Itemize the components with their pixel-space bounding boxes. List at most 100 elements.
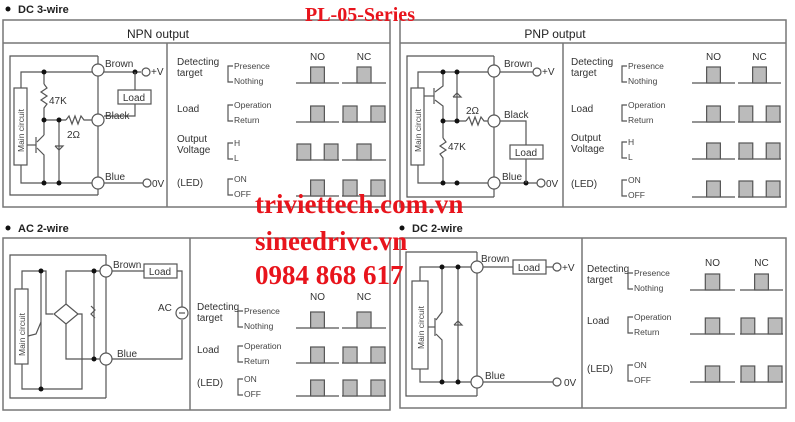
section-ac2-heading: AC 2-wire xyxy=(18,223,69,235)
state-high-label: Operation xyxy=(234,100,272,110)
bracket-icon xyxy=(227,142,233,160)
state-low-label: Return xyxy=(234,115,260,125)
waveform-pulse-no xyxy=(706,105,721,123)
waveform-pulse-nc xyxy=(370,105,386,123)
ac-label: AC xyxy=(158,303,172,314)
bracket-icon xyxy=(627,272,633,290)
ac2-panel: Main circuit Load AC Brown Blue xyxy=(2,237,391,411)
state-high-label: Operation xyxy=(634,312,672,322)
row-label: Detecting xyxy=(571,57,613,68)
column-no-header: NO xyxy=(705,258,720,269)
state-high-label: Presence xyxy=(234,61,270,71)
zero-v-label: 0V xyxy=(152,179,165,190)
phone-watermark: 0984 868 617 xyxy=(255,260,404,290)
pnp-title: PNP output xyxy=(524,27,586,41)
state-low-label: OFF xyxy=(234,189,251,199)
waveform-pulse-nc xyxy=(342,105,358,123)
row-label-line2: Voltage xyxy=(571,144,605,155)
bullet-icon xyxy=(5,6,11,12)
waveform-pulse-nc xyxy=(356,143,372,161)
column-no-header: NO xyxy=(310,52,325,63)
npn-panel: NPN output Main circuit 47K 2Ω xyxy=(2,19,391,208)
waveform-pulse-no xyxy=(310,179,325,197)
npn-title: NPN output xyxy=(127,27,190,41)
waveform-pulse-no xyxy=(706,142,721,160)
row-label: (LED) xyxy=(587,364,613,375)
row-label: Detecting xyxy=(587,264,629,275)
state-low-label: L xyxy=(234,153,239,163)
waveform-pulse-nc xyxy=(765,105,781,123)
waveform-pulse-nc xyxy=(356,66,372,84)
section-dc3-heading: DC 3-wire xyxy=(18,4,69,16)
waveform-pulse-no xyxy=(704,317,721,335)
waveform-pulse-no xyxy=(323,143,339,161)
waveform-pulse-no xyxy=(310,346,325,364)
state-low-label: OFF xyxy=(634,375,651,385)
resistor-47k-icon xyxy=(39,83,49,135)
bracket-icon xyxy=(237,378,243,396)
state-low-label: Return xyxy=(628,115,654,125)
bracket-icon xyxy=(621,141,627,159)
varistor-icon xyxy=(90,305,96,319)
waveform-pulse-nc xyxy=(738,142,754,160)
pnp-panel: PNP output Main circuit 47K 2Ω xyxy=(399,19,787,208)
load-box xyxy=(509,144,544,160)
resistor-47k-label: 47K xyxy=(448,142,466,153)
state-high-label: H xyxy=(234,138,240,148)
black-label: Black xyxy=(105,111,130,122)
blue-label: Blue xyxy=(485,371,505,382)
bracket-icon xyxy=(227,104,233,122)
row-label: Output xyxy=(177,134,207,145)
site-watermark-1: triviettech.com.vn xyxy=(255,189,463,219)
series-watermark: PL-05-Series xyxy=(305,4,415,26)
resistor-2ohm-label: 2Ω xyxy=(67,130,81,141)
bracket-icon xyxy=(627,364,633,382)
waveform-pulse-nc xyxy=(765,142,781,160)
section-dc2-heading: DC 2-wire xyxy=(412,223,463,235)
resistor-2ohm-label: 2Ω xyxy=(466,106,480,117)
dc2-circuit: Main circuit Load Brown Blue +V 0V xyxy=(405,251,577,397)
black-terminal xyxy=(487,114,501,128)
column-nc-header: NC xyxy=(357,52,371,63)
resistor-2ohm-icon xyxy=(465,115,489,127)
waveform-pulse-nc xyxy=(738,105,754,123)
state-low-label: Nothing xyxy=(234,76,264,86)
resistor-47k-icon xyxy=(438,137,448,183)
row-label: Load xyxy=(177,104,199,115)
brown-terminal xyxy=(99,264,113,278)
waveform-pulse-nc xyxy=(356,311,372,329)
zener-diode-icon xyxy=(452,92,463,98)
bullet-icon xyxy=(5,225,11,231)
load-box xyxy=(117,89,152,105)
row-label: Detecting xyxy=(197,302,239,313)
waveform-pulse-nc xyxy=(765,180,781,198)
brown-label: Brown xyxy=(105,59,133,70)
state-high-label: Operation xyxy=(244,341,282,351)
waveform-pulse-nc xyxy=(767,365,783,383)
waveform-pulse-nc xyxy=(370,346,386,364)
bracket-icon xyxy=(621,65,627,83)
black-label: Black xyxy=(504,110,529,121)
bracket-icon xyxy=(621,179,627,197)
state-high-label: Presence xyxy=(244,306,280,316)
waveform-pulse-no xyxy=(706,180,721,198)
state-high-label: H xyxy=(628,137,634,147)
load-label: Load xyxy=(518,263,540,274)
row-label: Load xyxy=(197,345,219,356)
blue-terminal xyxy=(99,352,113,366)
row-label: (LED) xyxy=(197,378,223,389)
state-high-label: ON xyxy=(634,360,647,370)
waveform-pulse-nc xyxy=(738,180,754,198)
bracket-icon xyxy=(237,345,243,363)
state-high-label: Operation xyxy=(628,100,666,110)
waveform-pulse-no xyxy=(704,273,721,291)
site-watermark-2: sineedrive.vn xyxy=(255,226,407,256)
